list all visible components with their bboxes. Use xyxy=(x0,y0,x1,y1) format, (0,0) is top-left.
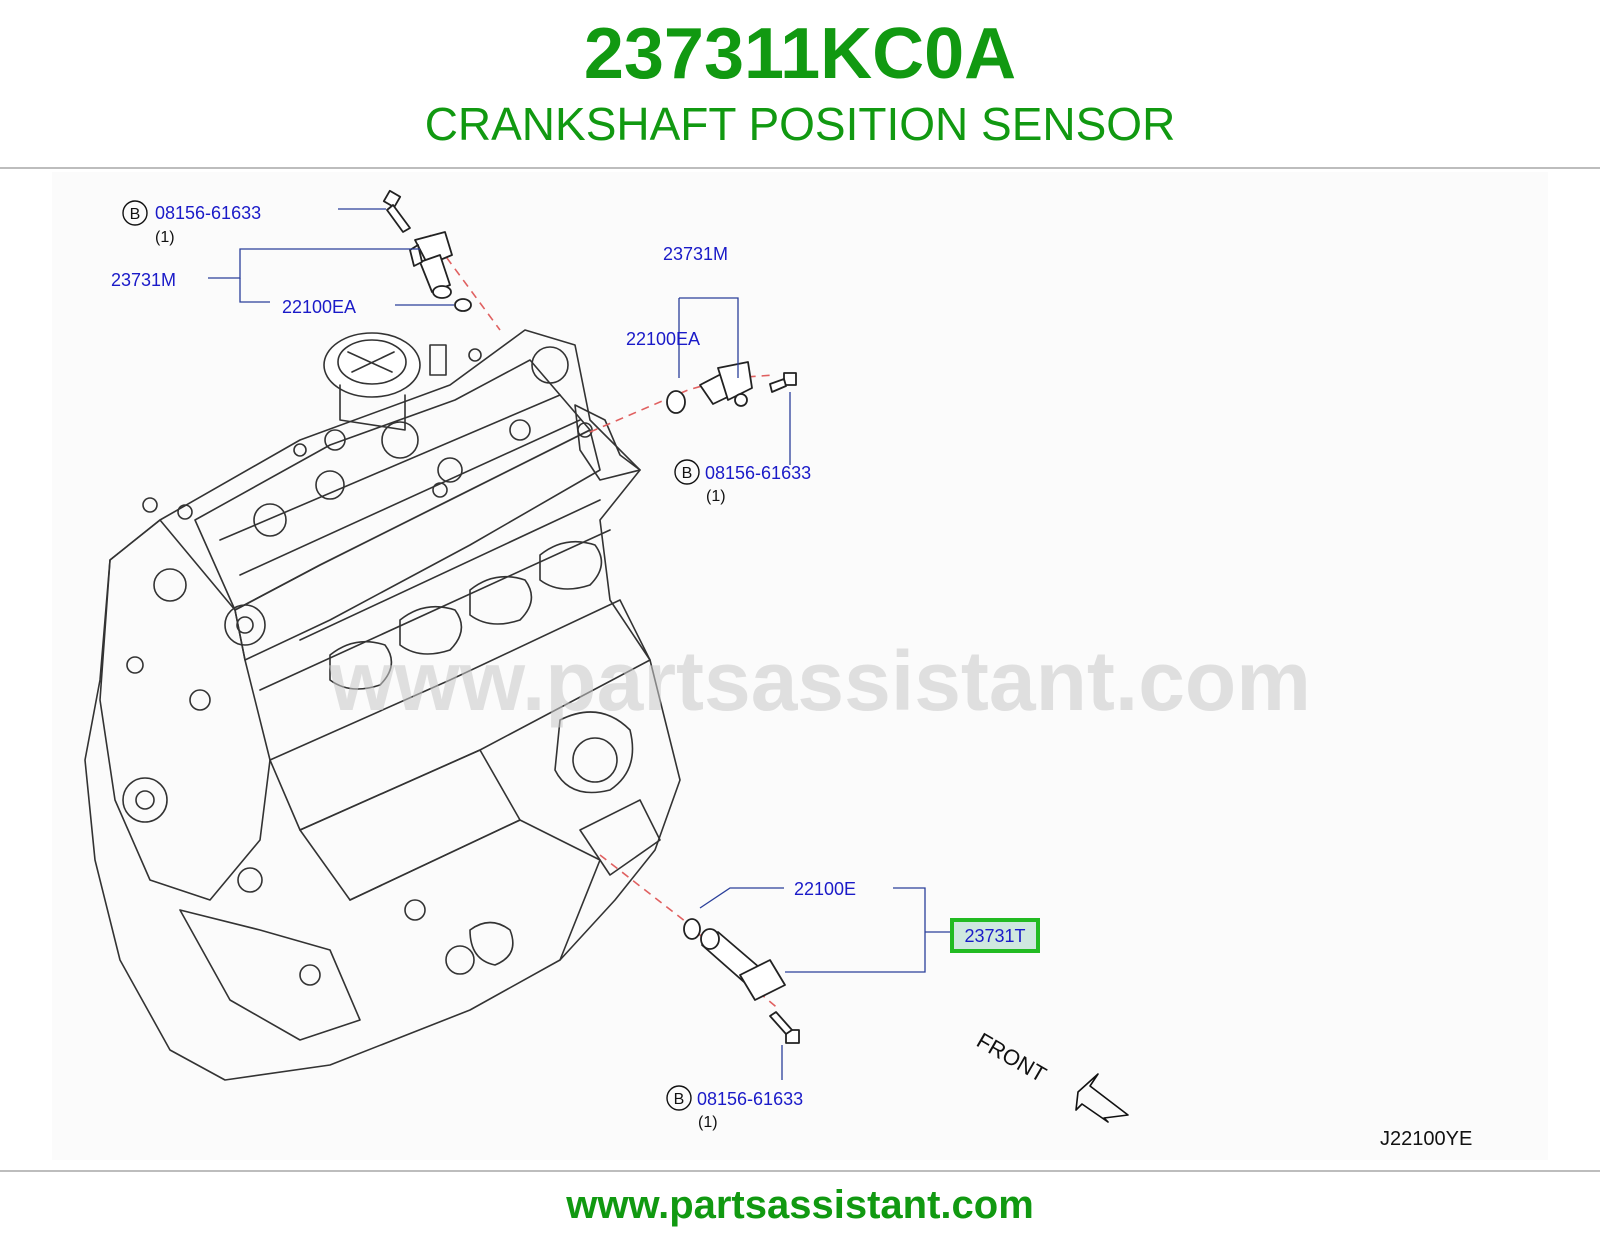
svg-text:08156-61633: 08156-61633 xyxy=(705,463,811,483)
svg-text:B: B xyxy=(130,206,141,223)
cam-sensor-top-part xyxy=(409,231,453,299)
svg-text:B: B xyxy=(674,1091,685,1108)
callout-cam-sensor-left: 23731M xyxy=(111,270,176,290)
callout-oring-right: 22100EA xyxy=(626,329,700,349)
svg-text:B: B xyxy=(682,465,693,482)
engine-illustration xyxy=(84,329,681,1081)
callout-crank-sensor[interactable]: 23731T xyxy=(964,926,1025,946)
callout-cam-sensor-right: 23731M xyxy=(663,244,728,264)
diagram-panel xyxy=(52,172,1548,1160)
svg-text:08156-61633: 08156-61633 xyxy=(155,203,261,223)
part-number-title: 237311KC0A xyxy=(583,14,1017,94)
oring-crank-part xyxy=(683,918,701,940)
callout-oring-crank: 22100E xyxy=(794,879,856,899)
callout-bolt-right: B 08156-61633 (1) xyxy=(674,459,811,505)
bolt-bottom-part xyxy=(769,1011,800,1044)
leader-lines xyxy=(208,208,952,1080)
svg-text:(1): (1) xyxy=(698,1114,718,1131)
callout-bolt-top: B 08156-61633 (1) xyxy=(122,200,261,246)
callout-bolt-bottom: B 08156-61633 (1) xyxy=(666,1085,803,1131)
header-divider xyxy=(0,167,1600,169)
front-arrow-icon xyxy=(1075,1073,1129,1123)
crank-sensor-part xyxy=(700,928,786,1001)
cam-sensor-right-part xyxy=(699,361,753,407)
part-name-subtitle: CRANKSHAFT POSITION SENSOR xyxy=(424,98,1176,150)
bolt-top-part xyxy=(382,189,411,233)
footer-url-link[interactable]: www.partsassistant.com xyxy=(566,1183,1034,1227)
front-label: FRONT xyxy=(973,1028,1051,1088)
oring-top-part xyxy=(454,298,472,312)
oring-right-part xyxy=(666,390,686,414)
svg-text:(1): (1) xyxy=(706,488,726,505)
callout-crank-sensor-highlight[interactable]: 23731T xyxy=(950,918,1040,953)
watermark: www.partsassistant.com xyxy=(328,634,1311,728)
front-indicator: FRONT xyxy=(973,1028,1129,1123)
callout-oring-left: 22100EA xyxy=(282,297,356,317)
svg-text:(1): (1) xyxy=(155,229,175,246)
footer-divider xyxy=(0,1170,1600,1172)
diagram-ref-code: J22100YE xyxy=(1380,1128,1472,1150)
bolt-right-part xyxy=(769,372,797,393)
svg-text:08156-61633: 08156-61633 xyxy=(697,1089,803,1109)
